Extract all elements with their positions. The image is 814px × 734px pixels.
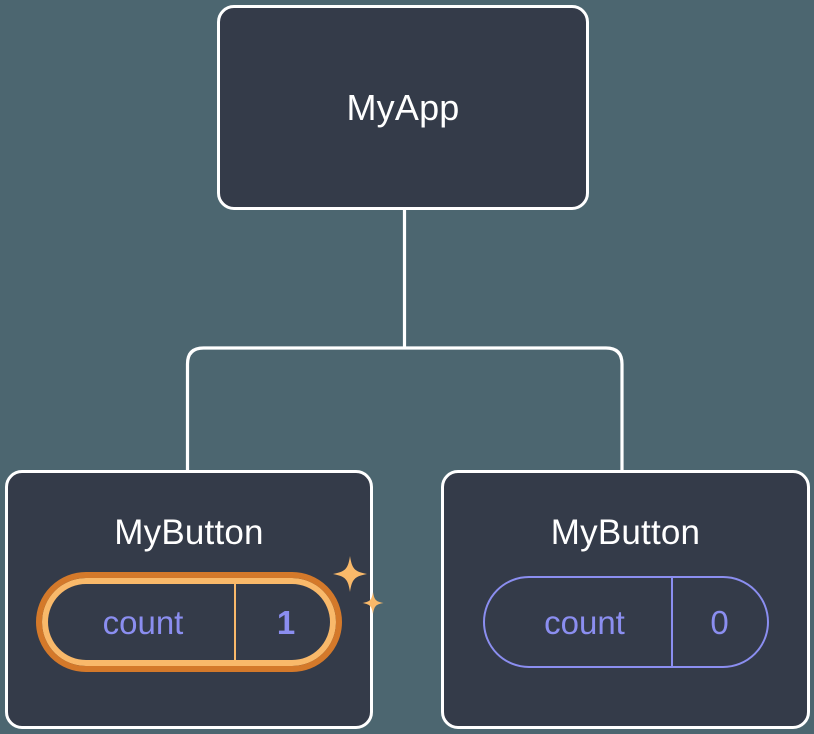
state-key-child-2: count <box>544 603 625 641</box>
state-value-child-2: 0 <box>670 578 767 666</box>
tree-node-root[interactable]: MyApp <box>217 5 589 210</box>
state-pill-wrapper-child-1: count 1 <box>36 556 384 672</box>
node-title-child-2: MyButton <box>550 513 701 552</box>
state-key-child-1: count <box>102 603 184 641</box>
connector-bus-to-children <box>185 346 624 470</box>
state-pill-wrapper-child-2: count 0 <box>482 576 769 668</box>
state-value-child-1: 1 <box>234 578 336 666</box>
tree-node-child-2[interactable]: MyButton count 0 <box>441 470 810 729</box>
tree-node-child-1[interactable]: MyButton count 1 <box>5 470 384 729</box>
node-title-root: MyApp <box>346 86 460 128</box>
state-pill-child-1[interactable]: count 1 <box>36 572 342 672</box>
sparkle-small-icon <box>362 592 384 614</box>
state-pill-child-2[interactable]: count 0 <box>482 576 769 668</box>
node-title-child-1: MyButton <box>114 513 264 552</box>
sparkle-large-icon <box>333 556 367 592</box>
